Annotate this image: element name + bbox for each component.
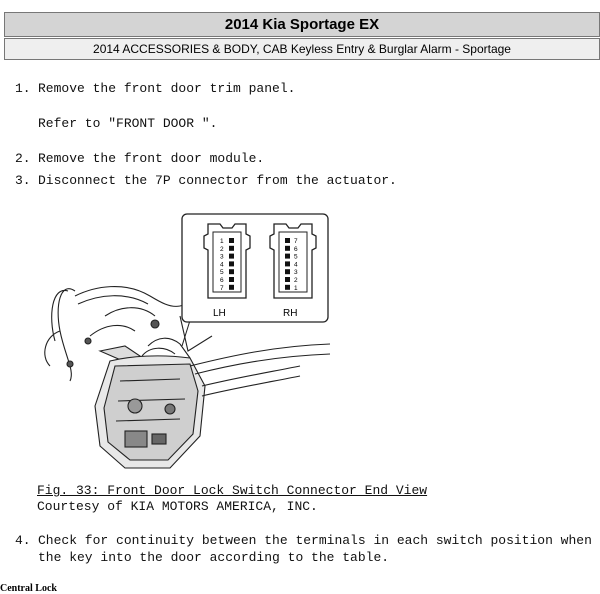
rh-pin-number: 5 — [294, 254, 298, 261]
step-2-text: Remove the front door module. — [38, 151, 265, 166]
lh-pin-terminal — [229, 261, 234, 267]
rh-pin-terminal — [285, 245, 290, 251]
lh-pin-terminal — [229, 238, 234, 243]
rh-pin-number: 3 — [294, 269, 298, 276]
figure-courtesy: Courtesy of KIA MOTORS AMERICA, INC. — [37, 499, 318, 514]
step-4-number: 4. — [15, 533, 31, 548]
actuator-illustration — [44, 286, 331, 469]
rh-pin-terminal — [285, 269, 290, 275]
lh-pin-number: 6 — [220, 277, 224, 284]
connector-label-rh: RH — [283, 308, 297, 319]
rh-pin-terminal — [285, 238, 290, 243]
lh-pin-terminal — [229, 269, 234, 275]
lh-pin-number: 1 — [220, 238, 224, 245]
lh-pin-number: 2 — [220, 246, 224, 253]
step-4-text-continued: the key into the door according to the t… — [38, 550, 390, 565]
lh-pin-number: 4 — [220, 261, 224, 268]
lh-pin-terminal — [229, 253, 234, 259]
step-3-number: 3. — [15, 173, 31, 188]
lh-pin-number: 3 — [220, 254, 224, 261]
step-2-number: 2. — [15, 151, 31, 166]
rh-pin-number: 2 — [294, 277, 298, 284]
rh-pin-number: 4 — [294, 261, 298, 268]
connector-label-lh: LH — [213, 308, 226, 319]
step-1-number: 1. — [15, 81, 31, 96]
rh-pin-number: 7 — [294, 238, 298, 245]
document-title: 2014 Kia Sportage EX — [4, 12, 600, 37]
rh-pin-terminal — [285, 284, 290, 290]
lh-pin-terminal — [229, 284, 234, 290]
section-heading: Central Lock — [0, 583, 57, 594]
figure-caption: Fig. 33: Front Door Lock Switch Connecto… — [37, 483, 428, 498]
step-3-text: Disconnect the 7P connector from the act… — [38, 173, 397, 188]
lh-pin-number: 7 — [220, 285, 224, 292]
document-subtitle: 2014 ACCESSORIES & BODY, CAB Keyless Ent… — [4, 38, 600, 60]
step-1-reference: Refer to "FRONT DOOR ". — [38, 116, 218, 131]
step-1-text: Remove the front door trim panel. — [38, 81, 296, 96]
lh-pin-terminal — [229, 245, 234, 251]
rh-pin-terminal — [285, 261, 290, 267]
lh-pin-terminal — [229, 277, 234, 282]
lh-pin-number: 5 — [220, 269, 224, 276]
step-4-text: Check for continuity between the termina… — [38, 533, 600, 548]
rh-pin-terminal — [285, 277, 290, 282]
rh-pin-number: 1 — [294, 285, 298, 292]
rh-pin-terminal — [285, 253, 290, 259]
rh-pin-number: 6 — [294, 246, 298, 253]
